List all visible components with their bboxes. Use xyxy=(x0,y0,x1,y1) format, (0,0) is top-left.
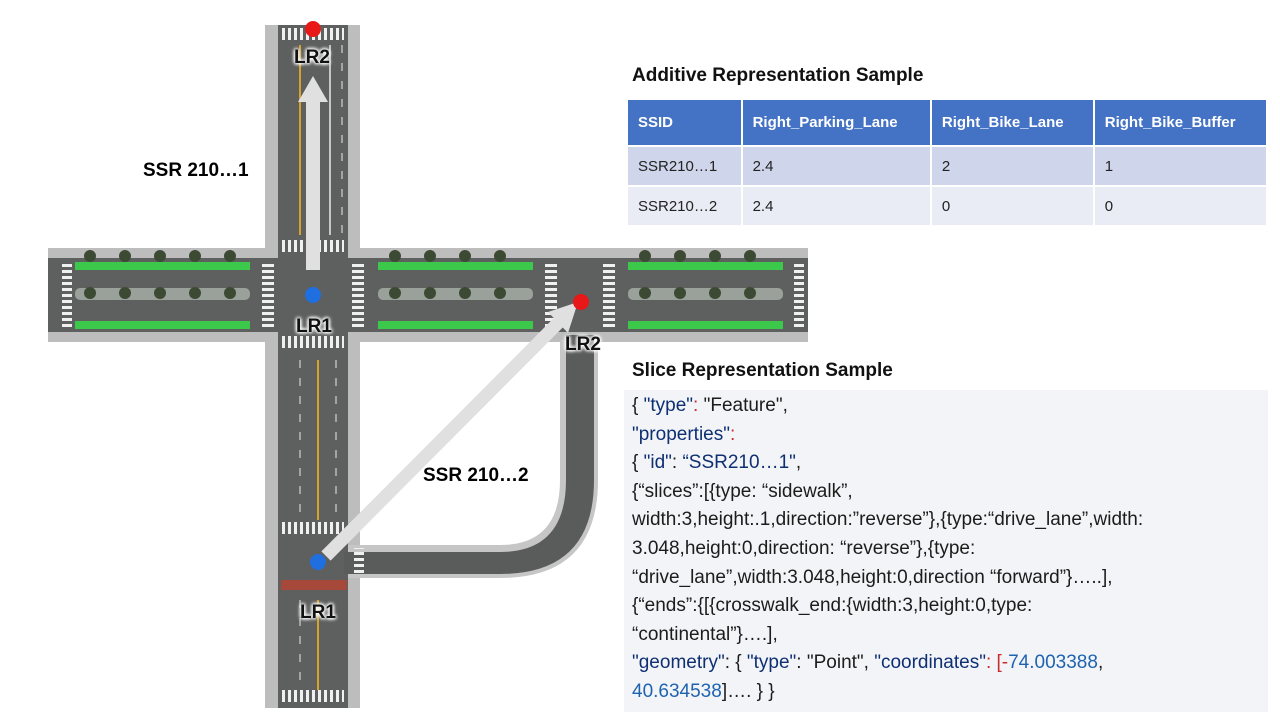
lr1-bottom-point xyxy=(310,554,326,570)
additive-title: Additive Representation Sample xyxy=(632,65,924,86)
lr1-top-point xyxy=(305,287,321,303)
code-token: 40.634538 xyxy=(632,680,722,702)
code-line: { "type": "Feature", xyxy=(632,392,1260,421)
cell-ssid: SSR210…1 xyxy=(628,145,743,186)
cell-right-parking-lane: 2.4 xyxy=(741,185,932,225)
code-token: : [- xyxy=(985,652,1009,674)
col-right-bike-lane: Right_Bike_Lane xyxy=(930,100,1095,146)
lr2-right-point xyxy=(573,294,589,310)
code-line: { "id": “SSR210…1", xyxy=(632,449,1260,478)
code-token: “continental”}….], xyxy=(632,623,778,645)
additive-header-row: SSID Right_Parking_Lane Right_Bike_Lane … xyxy=(628,100,1269,146)
cell-right-bike-buffer: 1 xyxy=(1093,145,1269,186)
code-token: : xyxy=(729,423,736,445)
bike-lane-strip xyxy=(281,580,347,590)
code-token: { xyxy=(632,452,644,474)
code-token: "id" xyxy=(643,452,672,474)
vertical-street-lane-markings xyxy=(299,45,343,690)
ssr-210-2-arrow xyxy=(321,302,578,561)
code-token: width:3,height:.1,direction:”reverse”},{… xyxy=(632,509,1144,531)
code-line: {“slices”:[{type: “sidewalk”, xyxy=(632,478,1260,507)
col-ssid: SSID xyxy=(628,100,743,146)
code-line: {“ends”:{[{crosswalk_end:{width:3,height… xyxy=(632,592,1260,621)
code-token: 3.048,height:0,direction: “reverse”},{ty… xyxy=(632,537,976,559)
curved-street-road xyxy=(344,335,594,574)
code-token: : xyxy=(693,395,704,416)
slice-code-block: { "type": "Feature","properties":{ "id":… xyxy=(624,390,1268,712)
slice-title: Slice Representation Sample xyxy=(632,360,893,381)
additive-table: SSID Right_Parking_Lane Right_Bike_Lane … xyxy=(628,100,1269,225)
ssr-210-1-arrow xyxy=(298,76,328,270)
table-row: SSR210…2 2.4 0 0 xyxy=(628,185,1269,225)
code-token: {“slices”:[{type: “sidewalk”, xyxy=(632,480,853,502)
code-token: ]…. } } xyxy=(721,680,775,702)
code-token: , xyxy=(863,652,875,674)
code-token: , xyxy=(795,452,802,474)
cell-right-bike-lane: 0 xyxy=(930,185,1095,225)
cell-right-bike-lane: 2 xyxy=(930,145,1095,186)
code-token: "Point" xyxy=(806,652,864,674)
code-line: “continental”}….], xyxy=(632,621,1260,650)
code-token: 74.003388 xyxy=(1008,652,1098,674)
code-token: "geometry" xyxy=(632,652,725,674)
code-line: “drive_lane”,width:3.048,height:0,direct… xyxy=(632,564,1260,593)
ssr-210-2-label: SSR 210…2 xyxy=(423,465,529,486)
lr1-top-label: LR1 xyxy=(296,316,332,337)
code-token: "type" xyxy=(746,652,797,674)
lr2-right-label: LR2 xyxy=(565,334,601,355)
col-right-bike-buffer: Right_Bike_Buffer xyxy=(1093,100,1269,146)
code-token: : { xyxy=(724,652,747,674)
cell-ssid: SSR210…2 xyxy=(628,185,743,225)
code-line: 40.634538]…. } } xyxy=(632,678,1260,707)
code-token: "coordinates" xyxy=(874,652,986,674)
code-token: , xyxy=(1097,652,1104,674)
street-trees xyxy=(84,250,756,299)
code-line: 3.048,height:0,direction: “reverse”},{ty… xyxy=(632,535,1260,564)
cell-right-parking-lane: 2.4 xyxy=(741,145,932,186)
lr1-bottom-label: LR1 xyxy=(300,602,336,623)
horizontal-street-medians xyxy=(75,262,783,329)
code-token: "type" xyxy=(643,395,694,416)
cell-right-bike-buffer: 0 xyxy=(1093,185,1269,225)
lr2-top-point xyxy=(305,21,321,37)
code-token: “drive_lane”,width:3.048,height:0,direct… xyxy=(632,566,1113,588)
code-token: "Feature", xyxy=(703,395,788,416)
code-token: {“ends”:{[{crosswalk_end:{width:3,height… xyxy=(632,595,1033,617)
col-right-parking-lane: Right_Parking_Lane xyxy=(741,100,932,146)
ssr-210-1-label: SSR 210…1 xyxy=(143,160,249,181)
code-token: { xyxy=(632,395,644,416)
table-row: SSR210…1 2.4 2 1 xyxy=(628,145,1269,186)
code-line: "geometry": { "type": "Point", "coordina… xyxy=(632,649,1260,678)
code-line: width:3,height:.1,direction:”reverse”},{… xyxy=(632,506,1260,535)
lr2-top-label: LR2 xyxy=(294,47,330,68)
code-token: “SSR210…1" xyxy=(682,452,796,474)
code-token: "properties" xyxy=(632,423,730,445)
code-token: : xyxy=(796,652,807,674)
code-token: : xyxy=(671,452,683,474)
code-line: "properties": xyxy=(632,421,1260,450)
